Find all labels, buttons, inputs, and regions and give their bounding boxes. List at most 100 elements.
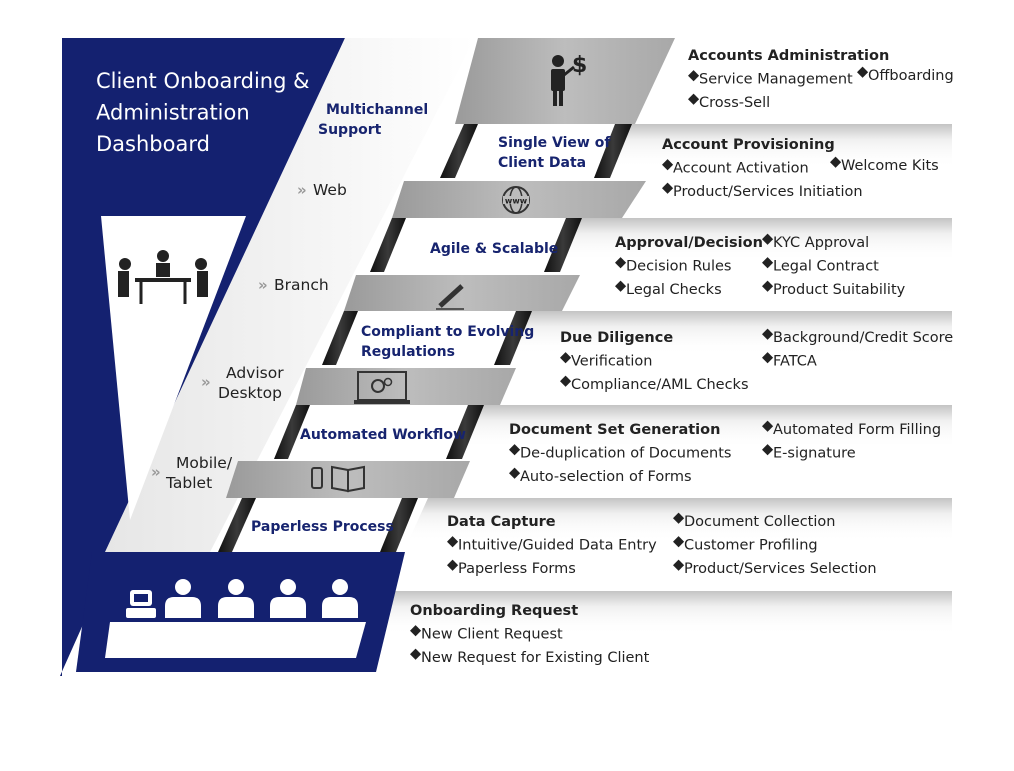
section-item: New Client Request <box>421 627 563 643</box>
section-item: Verification <box>571 354 652 370</box>
section-item: Decision Rules <box>626 259 731 275</box>
bullet-icon: ◆ <box>509 442 521 458</box>
section-list: Accounts Administration◆Service Manageme… <box>410 48 954 666</box>
bullet-icon: ◆ <box>762 326 774 342</box>
section-title: Accounts Administration <box>688 48 889 64</box>
connector-bar <box>274 405 310 459</box>
section-title: Approval/Decision <box>615 235 763 251</box>
band-label: Single View of <box>498 135 611 151</box>
connector-bar <box>440 124 478 178</box>
section-item: Service Management <box>699 72 853 88</box>
audience-icon <box>126 579 358 618</box>
section-title: Account Provisioning <box>662 137 835 153</box>
dashboard-title-line: Client Onboarding & <box>96 69 309 93</box>
section: Accounts Administration◆Service Manageme… <box>688 48 954 111</box>
shelf <box>375 591 952 635</box>
shelf <box>408 498 952 542</box>
multichannel-heading-line: Multichannel <box>326 102 428 118</box>
chevron-icon: » <box>201 373 211 391</box>
dashboard-title: Client Onboarding &AdministrationDashboa… <box>96 69 309 156</box>
band-label: Agile & Scalable <box>430 241 558 257</box>
www-globe-icon: www <box>502 186 530 214</box>
shelf <box>505 311 952 355</box>
connector-bar <box>370 218 406 272</box>
section-title: Onboarding Request <box>410 603 578 619</box>
connector-bar <box>544 218 582 272</box>
section-item: Background/Credit Score <box>773 330 953 346</box>
section-item: Customer Profiling <box>684 538 818 554</box>
band-label: Compliant to Evolving <box>361 324 534 340</box>
bullet-icon: ◆ <box>447 534 459 550</box>
phone-book-icon <box>311 465 365 493</box>
bullet-icon: ◆ <box>830 154 842 170</box>
dollar-presenter-icon: $ <box>551 53 587 106</box>
section-item: Paperless Forms <box>458 561 576 577</box>
bullet-icon: ◆ <box>762 442 774 458</box>
shelf <box>458 405 952 449</box>
bullet-icon: ◆ <box>762 418 774 434</box>
bullet-icon: ◆ <box>762 255 774 271</box>
bullet-icon: ◆ <box>509 465 521 481</box>
channel-label: Web <box>313 181 347 199</box>
band-label: Regulations <box>361 344 455 360</box>
section-item: FATCA <box>773 354 817 370</box>
bullet-icon: ◆ <box>673 534 685 550</box>
navy-frame-inner-fade <box>105 38 475 552</box>
svg-text:$: $ <box>572 53 587 78</box>
section-item: E-signature <box>773 446 856 462</box>
bullet-icon: ◆ <box>662 180 674 196</box>
section-item: Automated Form Filling <box>773 422 941 438</box>
chevron-icon: » <box>258 276 268 294</box>
base-white-table <box>105 622 366 658</box>
connector-bar <box>322 311 358 365</box>
bullet-icon: ◆ <box>688 68 700 84</box>
svg-text:www: www <box>505 197 528 206</box>
section-title: Document Set Generation <box>509 422 720 438</box>
channel-label: Advisor <box>226 364 284 382</box>
gear-laptop-icon <box>354 371 410 404</box>
connector-bar <box>494 311 532 365</box>
connector-bars <box>218 124 632 552</box>
multichannel-heading-line: Support <box>318 122 382 138</box>
section-item: New Request for Existing Client <box>421 650 650 666</box>
section-item: Legal Contract <box>773 259 879 275</box>
shelf <box>555 218 952 262</box>
section-item: Product Suitability <box>773 282 906 298</box>
section-item: Cross-Sell <box>699 95 770 111</box>
connector-bar <box>218 498 256 552</box>
channel-label: Mobile/ <box>176 454 233 472</box>
connector-bar <box>380 498 418 552</box>
section-item: Document Collection <box>684 514 835 530</box>
shelf <box>600 124 952 168</box>
section: Onboarding Request◆New Client Request◆Ne… <box>410 603 650 666</box>
section-item: Product/Services Initiation <box>673 184 863 200</box>
connector-bar <box>594 124 632 178</box>
section: Due Diligence◆Verification◆Compliance/AM… <box>560 326 953 393</box>
section-item: Offboarding <box>868 68 954 84</box>
chevron-icon: » <box>151 463 161 481</box>
section: Data Capture◆Intuitive/Guided Data Entry… <box>447 510 877 577</box>
bullet-icon: ◆ <box>857 64 869 80</box>
section-item: KYC Approval <box>773 235 869 251</box>
band-label: Paperless Process <box>251 519 394 535</box>
chevron-icon: » <box>297 181 307 199</box>
section-item: De-duplication of Documents <box>520 446 731 462</box>
section-item: Legal Checks <box>626 282 722 298</box>
meeting-table-icon <box>118 250 208 304</box>
band-label: Automated Workflow <box>300 427 466 443</box>
section-item: Welcome Kits <box>841 158 939 174</box>
gray-step <box>344 275 580 311</box>
section-item: Intuitive/Guided Data Entry <box>458 538 657 554</box>
person-icon <box>322 579 358 618</box>
laptop-person-icon <box>126 590 156 618</box>
connector-bar <box>446 405 484 459</box>
section-item: Account Activation <box>673 161 809 177</box>
section: Account Provisioning◆Account Activation◆… <box>662 137 939 200</box>
bullet-icon: ◆ <box>688 91 700 107</box>
channel-label: Desktop <box>218 384 282 402</box>
channel-label: Branch <box>274 276 329 294</box>
bullet-icon: ◆ <box>560 373 572 389</box>
